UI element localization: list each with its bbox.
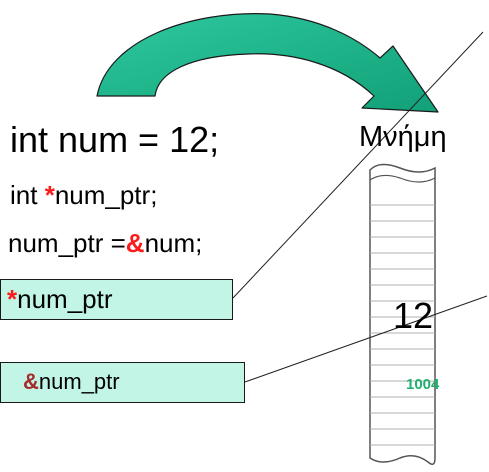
code-line-declare-pointer: int *num_ptr; <box>10 180 157 210</box>
address-of-pointer-box: &num_ptr <box>0 362 245 403</box>
star-operator: * <box>44 180 55 210</box>
curved-arrow <box>96 13 439 113</box>
addr-ampersand: & <box>23 369 39 394</box>
memory-address: 1004 <box>406 376 440 393</box>
code-line-declare-num: int num = 12; <box>10 120 219 160</box>
connector-deref <box>232 31 484 299</box>
code-line-1-text: int num = 12; <box>10 119 220 160</box>
addr-label: num_ptr <box>38 369 120 394</box>
code-line-3-rest: num; <box>144 228 203 258</box>
memory-label: Μνήμη <box>359 121 447 153</box>
code-line-assign-address: num_ptr =&num; <box>8 228 202 258</box>
memory-column <box>369 163 436 465</box>
code-line-2-prefix: int <box>10 180 45 210</box>
deref-pointer-box: *num_ptr <box>0 279 233 320</box>
code-line-2-rest: num_ptr; <box>54 180 158 210</box>
deref-star: * <box>7 284 18 314</box>
deref-label: num_ptr <box>17 284 113 314</box>
connector-addr <box>244 295 488 383</box>
code-line-3-prefix: num_ptr = <box>8 228 126 258</box>
memory-cell-lines <box>370 204 435 446</box>
memory-value: 12 <box>393 295 434 336</box>
ampersand-operator: & <box>125 228 145 258</box>
